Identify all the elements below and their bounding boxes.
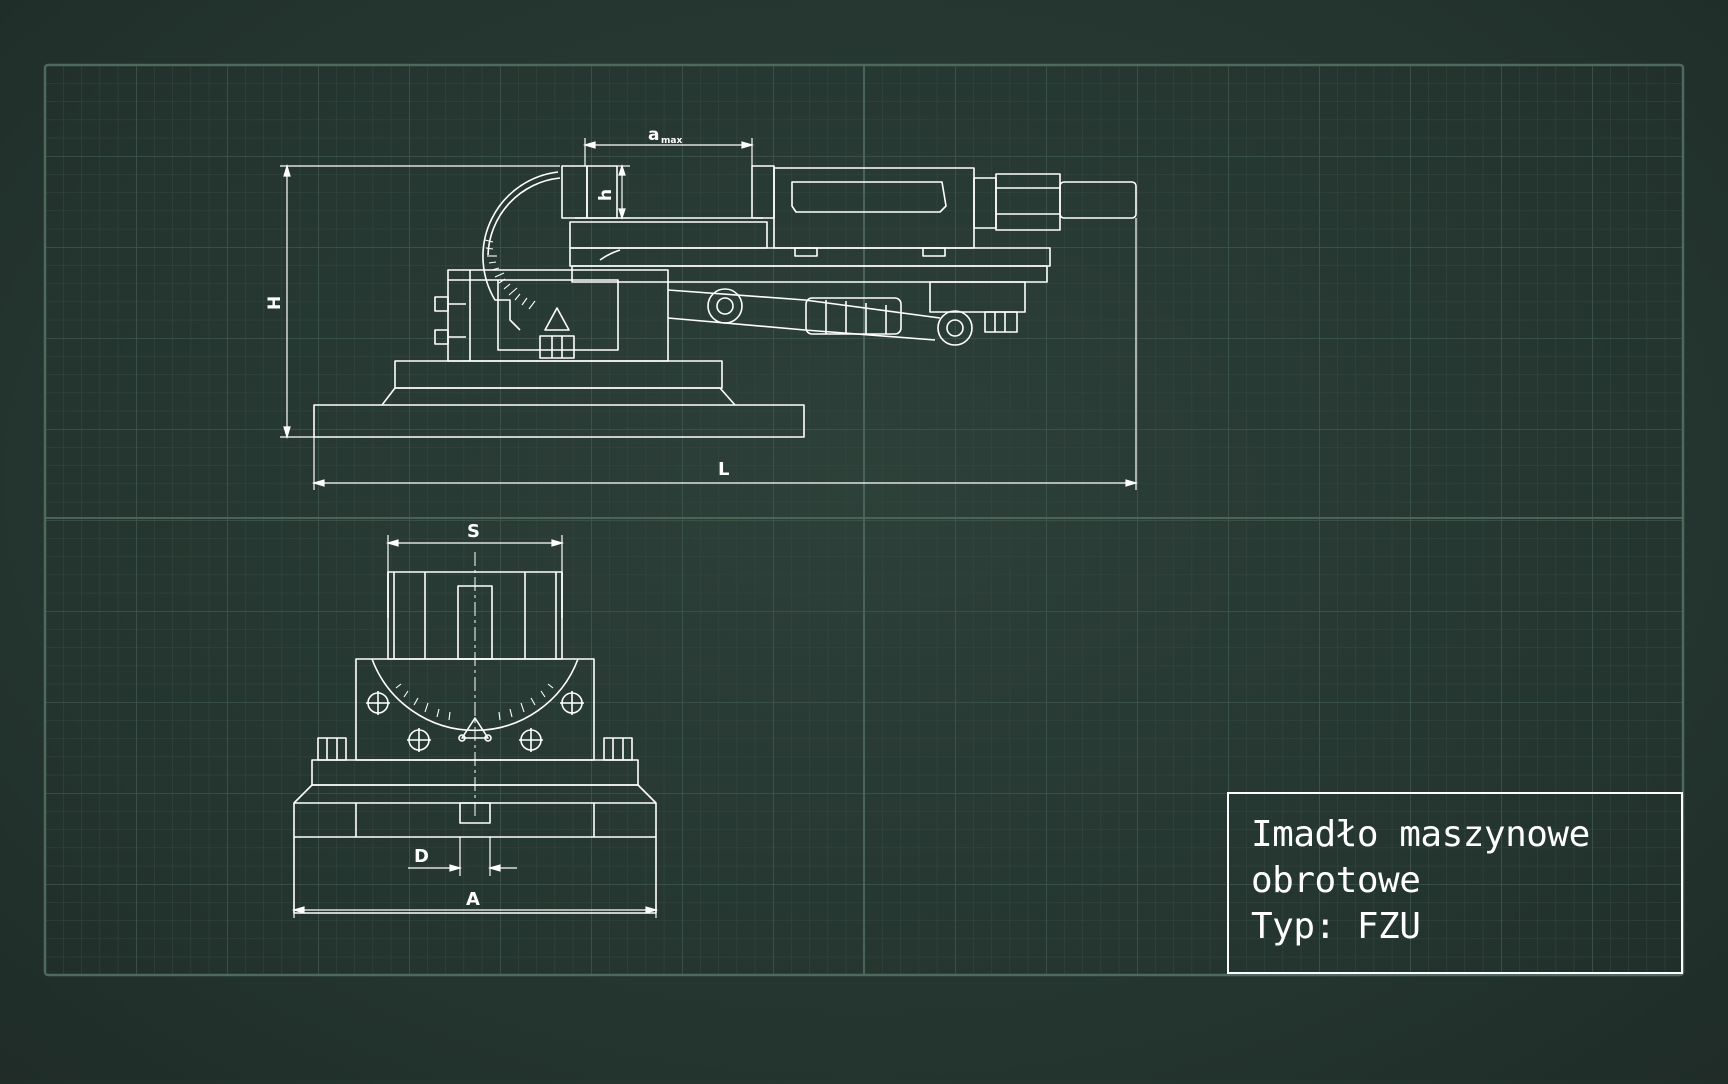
dimension-labels: a max h H L S D A — [265, 125, 729, 910]
side-joint-left — [707, 288, 743, 324]
label-L: L — [718, 459, 729, 480]
front-bolt-right — [603, 737, 633, 761]
side-base-plate — [313, 404, 805, 438]
side-screw-shaft — [1059, 181, 1137, 219]
front-scale-ticks — [395, 683, 554, 721]
side-joint-right — [937, 310, 973, 346]
side-dimensions — [280, 138, 1139, 490]
label-a-max-sub: max — [661, 136, 682, 146]
side-clamp-block — [929, 281, 1026, 313]
label-H: H — [265, 296, 285, 310]
side-body — [447, 269, 669, 362]
title-line-3: Typ: FZU — [1251, 906, 1421, 947]
title-line-2: obrotowe — [1251, 860, 1421, 901]
side-view — [313, 165, 1137, 438]
label-D: D — [414, 846, 429, 867]
label-A: A — [466, 889, 480, 910]
title-block: Imadło maszynowe obrotowe Typ: FZU — [1227, 792, 1683, 974]
label-a-max: a — [648, 125, 659, 145]
front-bolt-left — [317, 737, 347, 761]
front-screws — [366, 691, 584, 752]
front-dimensions — [291, 535, 659, 918]
side-swivel-arc — [482, 171, 559, 331]
side-scale-ticks — [484, 239, 536, 310]
title-line-1: Imadło maszynowe — [1251, 814, 1590, 855]
grid-sheet — [43, 63, 1685, 977]
side-bottom-nut — [539, 335, 575, 359]
label-h-small: h — [596, 189, 616, 201]
label-S: S — [467, 521, 480, 542]
side-guide-rail — [569, 221, 768, 249]
